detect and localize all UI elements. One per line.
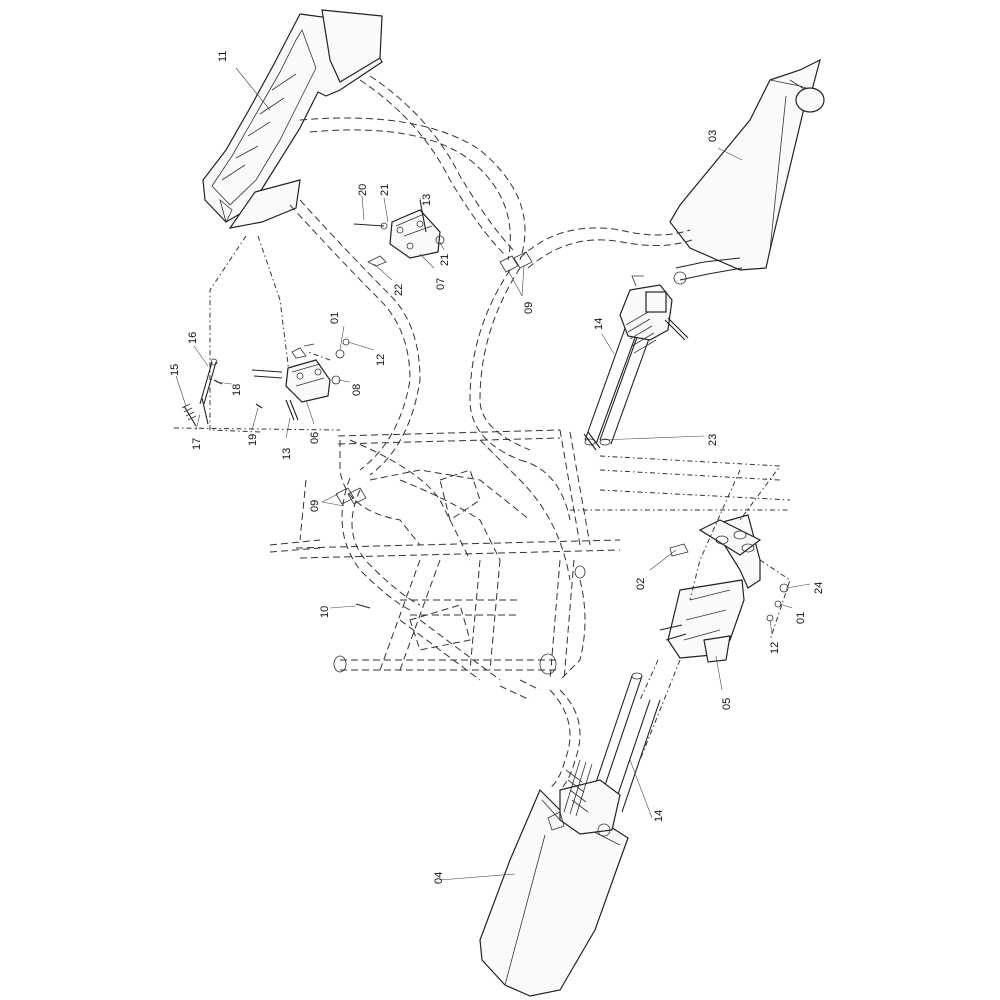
callout-label: 23	[707, 434, 719, 446]
callout-label: 17	[191, 438, 203, 450]
callout-label: 09	[309, 500, 321, 512]
callout-label: 09	[523, 302, 535, 314]
parts-15-18-pins	[181, 358, 263, 427]
callout-label: 14	[593, 318, 605, 330]
callout-label: 02	[635, 578, 647, 590]
callout-labels: 11 03 20 21 13 21 22 07 09 14 01 12 08 1…	[169, 51, 825, 884]
part-11-tray	[202, 9, 383, 229]
callout-label: 16	[187, 332, 199, 344]
callout-label: 19	[247, 434, 259, 446]
callout-label: 07	[435, 278, 447, 290]
callout-label: 06	[309, 432, 321, 444]
callout-label: 03	[707, 130, 719, 142]
callout-label: 15	[169, 364, 181, 376]
part-09-clamps	[335, 251, 533, 505]
part-14-shock-lower	[547, 672, 661, 837]
part-03-cone	[669, 58, 825, 285]
callout-label: 01	[795, 612, 807, 624]
part-07-bracket	[353, 199, 445, 267]
callout-label: 24	[813, 582, 825, 594]
callout-label: 13	[421, 194, 433, 206]
callout-label: 05	[721, 698, 733, 710]
callout-label: 21	[379, 184, 391, 196]
part-06-bracket	[251, 338, 350, 421]
callout-label: 08	[351, 384, 363, 396]
callout-label: 14	[653, 810, 665, 822]
alignment-lines	[173, 235, 791, 761]
callout-label: 12	[375, 354, 387, 366]
callout-label: 21	[439, 254, 451, 266]
callout-label: 12	[769, 642, 781, 654]
callout-label: 11	[217, 51, 229, 62]
callout-label: 22	[393, 284, 405, 296]
leader-lines	[175, 67, 811, 881]
callout-label: 01	[329, 312, 341, 324]
callout-label: 04	[433, 872, 445, 884]
callout-label: 10	[319, 606, 331, 618]
main-frame	[269, 429, 621, 701]
part-14-shock-upper	[584, 275, 689, 446]
callout-label: 18	[231, 384, 243, 396]
callout-label: 13	[281, 448, 293, 460]
part-05-bracket	[659, 514, 762, 663]
callout-label: 20	[357, 184, 369, 196]
hose-runs	[289, 75, 693, 791]
